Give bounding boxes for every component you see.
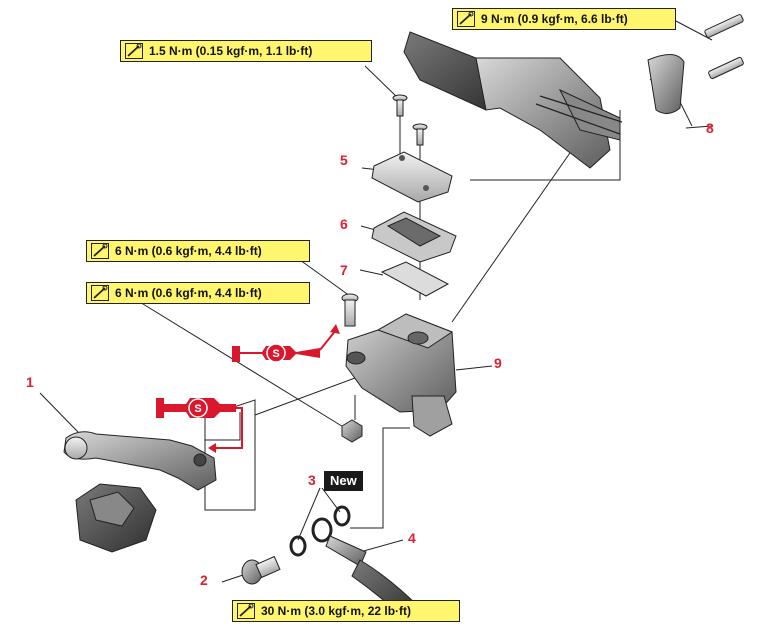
torque-wrench-icon: [125, 43, 143, 59]
torque-wrench-icon: [237, 603, 255, 619]
cover-screws: [392, 94, 428, 146]
master-cylinder: [345, 313, 457, 437]
grease-symbol-upper: S: [232, 324, 340, 363]
torque-value-pivot-nut: 6 N·m (0.6 kgf·m, 4.4 lb·ft): [115, 286, 262, 300]
copper-washers: [289, 505, 351, 557]
reservoir-cover: [371, 151, 453, 203]
grease-letter-lower: S: [194, 403, 201, 415]
diaphragm-holder: [371, 211, 457, 263]
callout-1: 1: [26, 374, 34, 390]
callout-9: 9: [494, 355, 502, 371]
handlebar-grip: [403, 31, 623, 169]
grip-clamp-bolts: [704, 14, 744, 80]
torque-label-pivot-bolt: 6 N·m (0.6 kgf·m, 4.4 lb·ft): [86, 240, 310, 262]
union-bolt: [241, 555, 281, 585]
grease-letter-upper: S: [272, 348, 279, 360]
assembly-lines: [204, 59, 671, 529]
torque-value-union-bolt: 30 N·m (3.0 kgf·m, 22 lb·ft): [261, 604, 412, 618]
torque-label-cover: 1.5 N·m (0.15 kgf·m, 1.1 lb·ft): [120, 40, 372, 62]
torque-label-pivot-nut: 6 N·m (0.6 kgf·m, 4.4 lb·ft): [86, 282, 310, 304]
pivot-bolt: [341, 293, 359, 327]
torque-label-grip: 9 N·m (0.9 kgf·m, 6.6 lb·ft): [452, 8, 676, 30]
new-badge: New: [324, 471, 363, 491]
torque-value-cover: 1.5 N·m (0.15 kgf·m, 1.1 lb·ft): [149, 44, 313, 58]
grease-symbol-lower: S: [156, 398, 243, 453]
torque-wrench-icon: [91, 243, 109, 259]
torque-value-grip: 9 N·m (0.9 kgf·m, 6.6 lb·ft): [481, 12, 628, 26]
callout-3: 3: [308, 472, 316, 488]
callout-2: 2: [200, 572, 208, 588]
torque-wrench-icon: [457, 11, 475, 27]
leader-lines: [39, 19, 713, 583]
callout-7: 7: [340, 262, 348, 278]
callout-4: 4: [408, 530, 416, 546]
throttle-cover: [647, 54, 685, 114]
callout-5: 5: [340, 152, 348, 168]
brake-lever: [63, 431, 217, 491]
callout-6: 6: [340, 216, 348, 232]
torque-value-pivot-bolt: 6 N·m (0.6 kgf·m, 4.4 lb·ft): [115, 244, 262, 258]
pivot-nut: [341, 419, 363, 443]
torque-label-union-bolt: 30 N·m (3.0 kgf·m, 22 lb·ft): [232, 600, 460, 622]
callout-8: 8: [706, 120, 714, 136]
diaphragm: [380, 261, 450, 297]
lever-bracket: [75, 483, 157, 553]
torque-wrench-icon: [91, 285, 109, 301]
